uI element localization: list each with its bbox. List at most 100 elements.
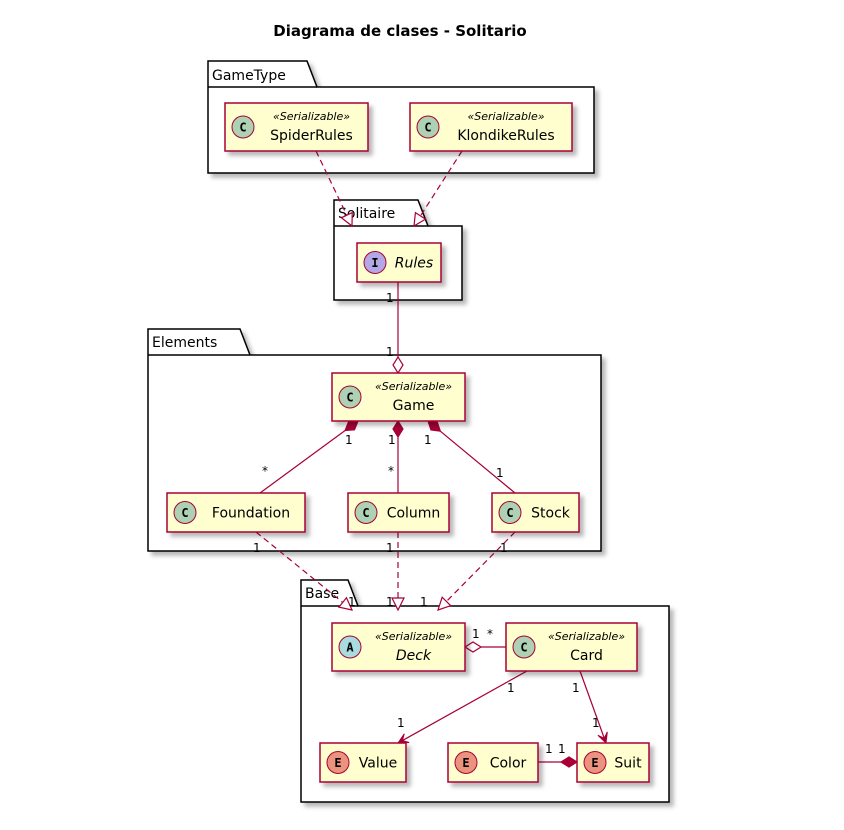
mult-to-card-deck: 1: [472, 627, 480, 641]
mult-to-column-deck: 1: [386, 595, 394, 609]
class-kind-letter-value: E: [334, 756, 341, 770]
class-name-suit: Suit: [614, 756, 642, 772]
class-kind-card-icon: [512, 635, 536, 659]
mult-to-card-value: 1: [397, 716, 405, 730]
class-name-column: Column: [387, 506, 441, 522]
class-stereotype-deck: «Serializable»: [375, 630, 452, 643]
relation-line-stock-deck: [446, 531, 516, 602]
class-kind-letter-foundation: C: [181, 506, 188, 520]
relation-spider-rules: [315, 150, 353, 228]
mult-from-foundation-deck: 1: [253, 541, 261, 555]
relation-stock-game: [427, 420, 516, 494]
class-kind-letter-game: C: [346, 391, 353, 405]
class-kind-deck-icon: [338, 635, 362, 659]
mult-to-stock-game: 1: [424, 433, 432, 447]
class-kind-letter-rules: I: [371, 256, 378, 270]
mult-from-card-suit: 1: [572, 681, 580, 695]
class-kind-letter-stock: C: [506, 506, 513, 520]
arrowhead-stock-deck: [437, 596, 452, 611]
class-kind-letter-card: C: [520, 641, 527, 655]
mult-to-foundation-deck: 1: [348, 595, 356, 609]
class-card: C «Serializable» Card: [505, 622, 638, 672]
classes-layer: C«Serializable»SpiderRulesC«Serializable…: [166, 102, 650, 783]
class-kind-game-icon: [338, 385, 362, 409]
class-stock: C Stock: [491, 492, 580, 533]
mult-to-stock-deck: 1: [420, 595, 428, 609]
relation-line-card-suit: [579, 670, 606, 740]
relation-line-stock-game: [439, 430, 516, 494]
mult-from-column-game: *: [388, 464, 394, 478]
mult-from-rules-game: 1: [386, 291, 394, 305]
class-name-klondike: KlondikeRules: [457, 128, 554, 144]
relation-line-card-value: [401, 670, 528, 742]
class-game: C «Serializable» Game: [331, 372, 466, 422]
class-name-spider: SpiderRules: [270, 128, 353, 144]
relation-line-foundation-deck: [255, 531, 344, 603]
relation-color-suit: [538, 756, 579, 768]
relation-card-suit: [579, 670, 608, 745]
class-name-color: Color: [490, 756, 527, 772]
relation-rules-game: [392, 282, 404, 375]
arrowhead-klondike-rules: [413, 211, 427, 228]
class-name-game: Game: [393, 398, 435, 414]
class-kind-spider-icon: [231, 115, 255, 139]
mult-to-column-game: 1: [388, 433, 396, 447]
class-kind-letter-spider: C: [239, 121, 246, 135]
class-kind-letter-klondike: C: [424, 121, 431, 135]
class-name-card: Card: [570, 648, 603, 664]
class-box-klondike: [409, 102, 573, 152]
class-kind-letter-deck: A: [346, 641, 354, 655]
class-kind-foundation-icon: [173, 501, 197, 524]
mult-to-rules-game: 1: [386, 345, 394, 359]
class-kind-color-icon: [454, 751, 478, 774]
relation-column-deck: [391, 532, 405, 612]
relation-foundation-game: [259, 420, 359, 494]
mult-to-foundation-game: 1: [345, 433, 353, 447]
diamond-stock-game: [427, 420, 442, 432]
mult-from-card-deck: *: [487, 627, 493, 641]
package-label-elements: Elements: [152, 335, 217, 351]
class-kind-column-icon: [354, 501, 378, 524]
mult-to-color-suit: 1: [558, 742, 566, 756]
class-name-deck: Deck: [396, 648, 432, 664]
class-kind-value-icon: [326, 751, 350, 774]
mult-from-stock-game: 1: [496, 466, 504, 480]
mult-from-stock-deck: 1: [500, 541, 508, 555]
class-kind-letter-column: C: [362, 506, 369, 520]
mult-to-card-suit: 1: [592, 716, 600, 730]
class-klondike: C «Serializable» KlondikeRules: [409, 102, 573, 152]
mult-from-foundation-game: *: [262, 464, 268, 478]
relation-line-klondike-rules: [419, 150, 463, 217]
package-label-gametype: GameType: [212, 68, 286, 84]
mult-from-column-deck: 1: [386, 541, 394, 555]
package-label-base: Base: [305, 586, 339, 602]
class-kind-klondike-icon: [416, 115, 440, 139]
class-column: C Column: [347, 492, 450, 533]
class-box-suit: [576, 742, 650, 783]
mult-from-color-suit: 1: [545, 742, 553, 756]
class-name-stock: Stock: [531, 506, 571, 522]
diagram-title: Diagrama de clases - Solitario: [273, 22, 526, 40]
class-stereotype-card: «Serializable»: [548, 630, 625, 643]
class-stereotype-klondike: «Serializable»: [467, 110, 544, 123]
class-kind-letter-suit: E: [591, 756, 598, 770]
class-spider: C «Serializable» SpiderRules: [224, 102, 369, 152]
class-deck: A «Serializable» Deck: [331, 622, 466, 672]
class-kind-letter-color: E: [462, 756, 469, 770]
class-stereotype-game: «Serializable»: [375, 380, 452, 393]
class-stereotype-spider: «Serializable»: [273, 110, 350, 123]
class-kind-rules-icon: [363, 251, 387, 274]
class-kind-stock-icon: [498, 501, 522, 524]
class-kind-suit-icon: [583, 751, 607, 774]
relations-layer: [255, 150, 608, 768]
class-name-rules: Rules: [395, 256, 433, 272]
relation-line-foundation-game: [259, 429, 346, 494]
relation-foundation-deck: [255, 531, 354, 611]
class-rules: I Rules: [356, 242, 442, 283]
class-color: E Color: [447, 742, 539, 783]
